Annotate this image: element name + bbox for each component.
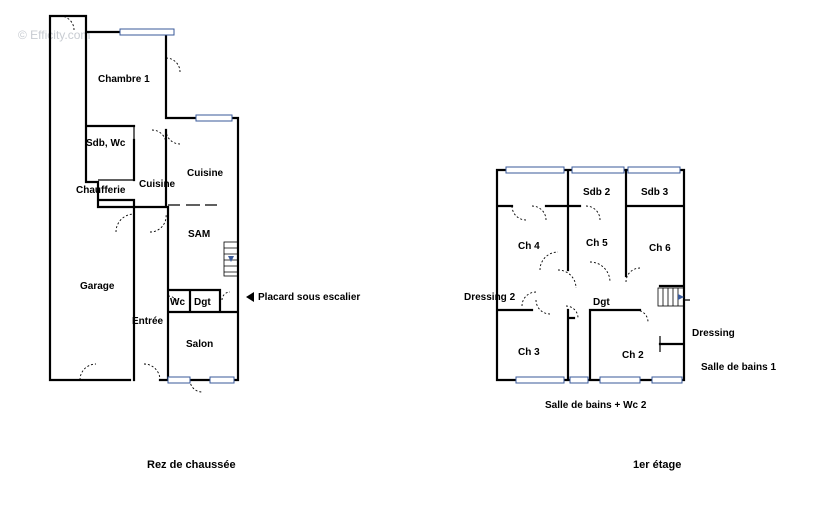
room-label-sdb-3: Sdb 3 — [641, 187, 669, 198]
room-label-salle-de-bains-1: Salle de bains 1 — [701, 362, 776, 373]
room-label-ch-2: Ch 2 — [622, 350, 644, 361]
first-floor-caption: 1er étage — [633, 459, 681, 471]
first-floor-stairs — [657, 287, 685, 307]
room-label-chambre-1: Chambre 1 — [98, 74, 150, 85]
ground-floor-plan: Chambre 1 Sdb, Wc Chaufferie Cuisine Cui… — [48, 14, 360, 471]
first-floor-partitions — [659, 299, 690, 352]
room-label-ch-3: Ch 3 — [518, 347, 540, 358]
first-floor-windows — [505, 166, 683, 384]
room-label-ch-5: Ch 5 — [586, 238, 608, 249]
room-label-wc: Wc — [170, 297, 185, 308]
room-label-salle-de-bains-wc-2: Salle de bains + Wc 2 — [545, 400, 647, 411]
first-floor-door-arcs — [511, 205, 649, 323]
ground-floor-stairs — [223, 241, 239, 277]
room-label-cuisine-small: Cuisine — [139, 179, 176, 190]
room-label-dgt: Dgt — [194, 297, 211, 308]
room-label-dgt-1st: Dgt — [593, 297, 610, 308]
ground-floor-door-arcs — [59, 15, 231, 393]
room-label-garage: Garage — [80, 281, 115, 292]
room-label-chaufferie: Chaufferie — [76, 185, 126, 196]
first-floor-plan: Sdb 2 Sdb 3 Ch 4 Ch 5 Ch 6 Dressing 2 Dg… — [464, 166, 776, 471]
ground-floor-windows — [119, 28, 235, 384]
callout-arrow-icon — [246, 292, 254, 302]
ground-floor-caption: Rez de chaussée — [147, 459, 236, 471]
ground-floor-partitions — [98, 126, 217, 206]
room-label-sdb-2: Sdb 2 — [583, 187, 611, 198]
room-label-entree: Entrée — [132, 316, 164, 327]
room-label-ch-4: Ch 4 — [518, 241, 540, 252]
callout-placard-sous-escalier: Placard sous escalier — [258, 292, 360, 303]
room-label-sam: SAM — [188, 229, 210, 240]
room-label-dressing-2: Dressing 2 — [464, 292, 516, 303]
first-floor-walls — [495, 168, 686, 382]
room-label-dressing: Dressing — [692, 328, 735, 339]
room-label-cuisine: Cuisine — [187, 168, 224, 179]
room-label-salon: Salon — [186, 339, 213, 350]
room-label-ch-6: Ch 6 — [649, 243, 671, 254]
ground-floor-walls — [48, 14, 240, 382]
room-label-sdb-wc: Sdb, Wc — [86, 138, 126, 149]
watermark-text: © Efficity.com — [18, 28, 90, 42]
